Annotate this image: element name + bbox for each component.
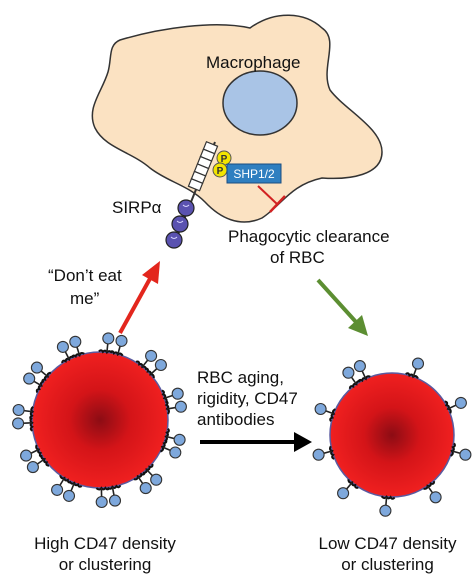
high-cd47-icon [164, 400, 187, 415]
high-cd47-icon [26, 454, 50, 474]
sirp-domain-2 [171, 215, 189, 233]
shp-label: SHP1/2 [233, 167, 275, 181]
high-cd47-icon [23, 372, 45, 393]
macrophage-label: Macrophage [206, 53, 301, 72]
high-cd47-icon [12, 417, 34, 432]
nucleus [222, 70, 298, 136]
low-cd47-icon [379, 495, 396, 517]
low-cd47-icon [423, 481, 442, 504]
high-cd47-icon [20, 444, 43, 462]
high-cd47-icon [135, 349, 158, 371]
low-cd47-icon [312, 445, 335, 461]
clearance-arrow [316, 278, 368, 336]
dont-eat-me-arrow [118, 261, 160, 334]
shp-box [226, 163, 282, 184]
high-cd47-icon [133, 471, 152, 495]
low-cd47-icon [450, 442, 472, 461]
high-cd47-icon [144, 358, 167, 379]
low-cd47-icon [337, 479, 359, 500]
high-cd47-label-line1: High CD47 density [34, 534, 176, 553]
low-cd47-label-line2: or clustering [341, 555, 434, 574]
inhibition-icon [257, 185, 286, 213]
low-cd47-icon [353, 360, 371, 383]
high-cd47-icon [98, 332, 115, 355]
high-cd47-icon [109, 334, 128, 357]
high-cd47-icon [159, 439, 182, 459]
sirpa-receptor [165, 140, 219, 249]
dont-eat-label-line2: me” [70, 289, 100, 308]
low-cd47-icon [342, 366, 361, 389]
aging-label-line1: RBC aging, [197, 368, 284, 387]
aging-label-line3: antibodies [197, 410, 275, 429]
high-cd47-icon [106, 484, 122, 507]
clearance-label-line2: of RBC [270, 248, 325, 267]
rbc-low-cd47 [312, 357, 472, 517]
high-cd47-icon [56, 340, 75, 364]
clearance-label-line1: Phagocytic clearance [228, 227, 390, 246]
sirp-domain-3 [165, 231, 183, 249]
high-cd47-icon [12, 403, 35, 421]
high-cd47-icon [30, 361, 52, 383]
sirp-domain-1 [177, 199, 195, 217]
aging-arrow [200, 432, 312, 452]
low-cd47-icon [444, 396, 467, 414]
high-cd47-icon [164, 428, 186, 446]
low-cd47-icon [405, 357, 425, 379]
rbc-cell-high [31, 351, 169, 489]
cd47-group-high [12, 332, 187, 509]
high-cd47-icon [95, 486, 111, 509]
high-cd47-icon [62, 480, 83, 502]
aging-label-line2: rigidity, CD47 [197, 389, 298, 408]
high-cd47-icon [142, 463, 163, 486]
high-cd47-icon [161, 387, 184, 404]
cd47-group-low [312, 357, 472, 517]
phospho-label-2: P [217, 166, 224, 177]
sirp-label: SIRPα [112, 198, 162, 217]
phospho-label-1: P [221, 154, 228, 165]
rbc-high-cd47 [12, 332, 187, 509]
high-cd47-icon [51, 475, 72, 496]
dont-eat-label-line1: “Don’t eat [48, 266, 122, 285]
high-cd47-label-line2: or clustering [58, 555, 152, 574]
high-cd47-icon [69, 335, 85, 359]
low-cd47-icon [314, 402, 336, 422]
low-cd47-label-line1: Low CD47 density [318, 534, 457, 553]
rbc-cell-low [329, 372, 455, 498]
